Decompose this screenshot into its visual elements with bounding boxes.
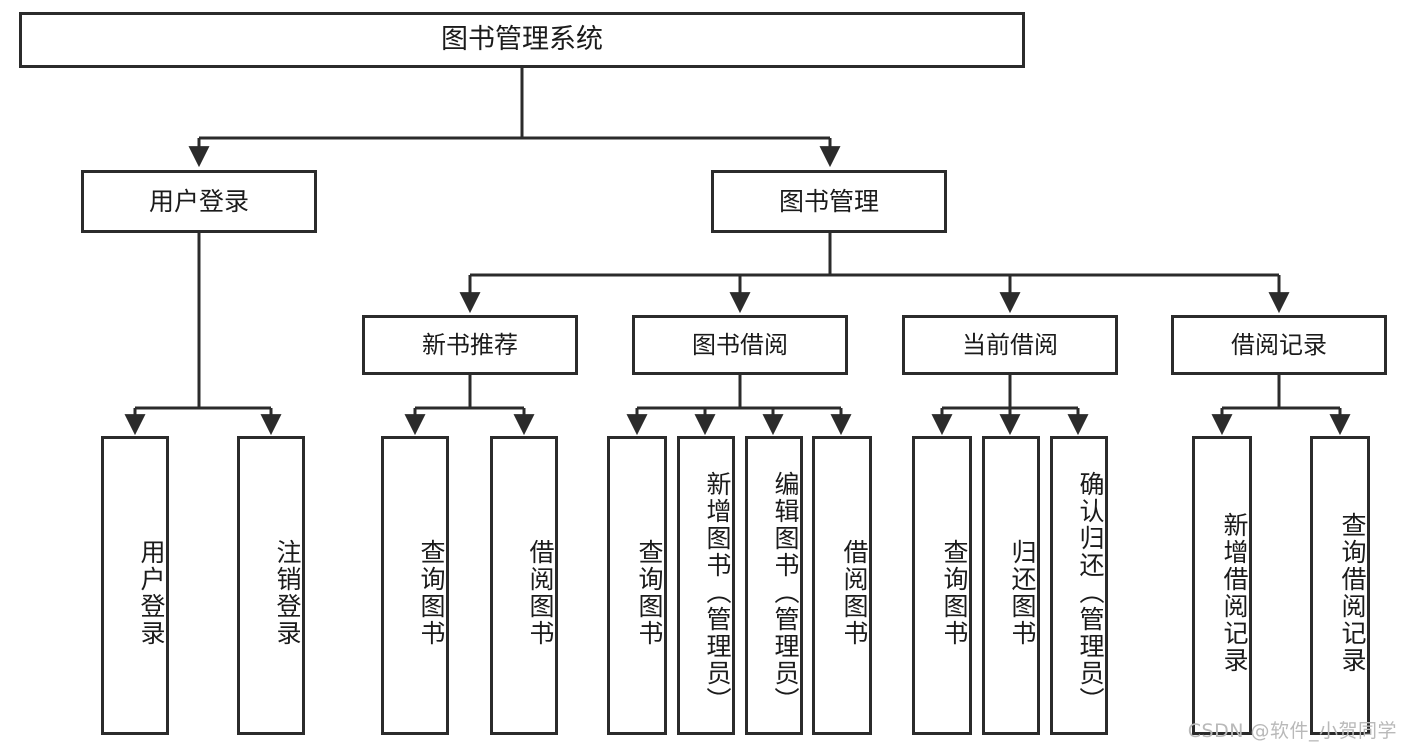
leaf-user-login-login[interactable]: 用户登录 — [101, 436, 169, 735]
leaf-new-book-borrow-book[interactable]: 借阅图书 — [490, 436, 558, 735]
node-label: 查询借阅记录 — [1338, 511, 1367, 674]
csdn-watermark: CSDN @软件_小贺同学 — [1187, 720, 1397, 742]
leaf-user-login-logout[interactable]: 注销登录 — [237, 436, 305, 735]
node-label: 用户登录 — [137, 538, 166, 647]
node-borrow-record[interactable]: 借阅记录 — [1171, 315, 1387, 375]
node-book-borrow[interactable]: 图书借阅 — [632, 315, 848, 375]
leaf-book-borrow-query-book[interactable]: 查询图书 — [607, 436, 667, 735]
node-user-login[interactable]: 用户登录 — [81, 170, 317, 233]
leaf-borrow-record-add-record[interactable]: 新增借阅记录 — [1192, 436, 1252, 735]
node-label: 借阅图书 — [840, 538, 869, 647]
leaf-book-borrow-borrow-book[interactable]: 借阅图书 — [812, 436, 872, 735]
node-label: 编辑图书（管理员） — [771, 471, 800, 714]
node-label: 图书管理 — [778, 186, 879, 216]
leaf-current-borrow-query-book[interactable]: 查询图书 — [912, 436, 972, 735]
node-label: 查询图书 — [940, 538, 969, 647]
leaf-current-borrow-return-book[interactable]: 归还图书 — [982, 436, 1040, 735]
node-label: 查询图书 — [635, 538, 664, 647]
node-book-management[interactable]: 图书管理 — [711, 170, 947, 233]
node-label: 图书借阅 — [692, 330, 788, 359]
node-label: 借阅图书 — [526, 538, 555, 647]
node-new-book-recommend[interactable]: 新书推荐 — [362, 315, 578, 375]
node-label: 新书推荐 — [422, 330, 518, 359]
leaf-current-borrow-confirm-return-admin[interactable]: 确认归还（管理员） — [1050, 436, 1108, 735]
node-root-book-management-system[interactable]: 图书管理系统 — [19, 12, 1025, 68]
node-label: 查询图书 — [417, 538, 446, 647]
node-label: 注销登录 — [273, 538, 302, 647]
leaf-book-borrow-edit-book-admin[interactable]: 编辑图书（管理员） — [745, 436, 803, 735]
leaf-new-book-query-book[interactable]: 查询图书 — [381, 436, 449, 735]
node-label: 确认归还（管理员） — [1076, 471, 1105, 714]
node-label: 归还图书 — [1008, 538, 1037, 647]
leaf-borrow-record-query-record[interactable]: 查询借阅记录 — [1310, 436, 1370, 735]
leaf-book-borrow-add-book-admin[interactable]: 新增图书（管理员） — [677, 436, 735, 735]
node-label: 借阅记录 — [1231, 330, 1327, 359]
node-label: 图书管理系统 — [441, 24, 603, 56]
node-label: 用户登录 — [148, 186, 249, 216]
node-label: 新增图书（管理员） — [703, 471, 732, 714]
node-label: 新增借阅记录 — [1220, 511, 1249, 674]
node-label: 当前借阅 — [962, 330, 1058, 359]
node-current-borrow[interactable]: 当前借阅 — [902, 315, 1118, 375]
